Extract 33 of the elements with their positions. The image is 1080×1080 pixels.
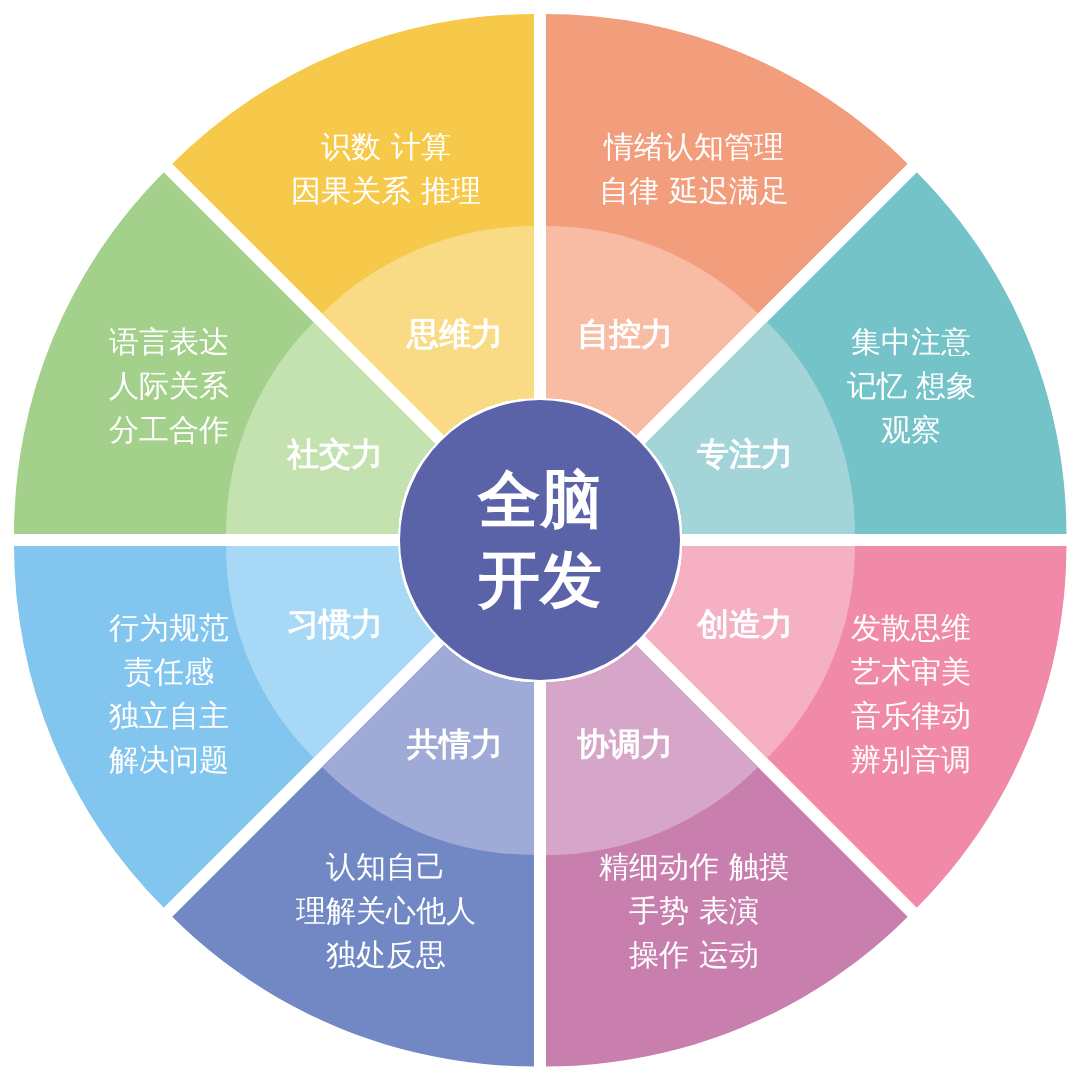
skill-item: 独立自主	[108, 696, 229, 735]
skill-item: 音乐律动	[851, 696, 972, 735]
skill-item: 情绪认知管理	[602, 127, 785, 166]
skill-label: 协调力	[576, 724, 673, 766]
skill-item: 识数 计算	[320, 127, 452, 166]
skill-item: 操作 运动	[628, 936, 760, 975]
skill-label: 思维力	[407, 313, 504, 355]
skill-item: 手势 表演	[628, 892, 760, 931]
skill-item: 自律 延迟满足	[599, 171, 789, 210]
skill-item: 独处反思	[325, 936, 448, 975]
skill-item: 集中注意	[850, 323, 973, 362]
skill-item: 语言表达	[108, 323, 229, 362]
skill-item: 记忆 想象	[846, 367, 977, 406]
skill-item: 发散思维	[851, 608, 972, 647]
skill-item: 精细动作 触摸	[599, 848, 789, 887]
skill-item: 辨别音调	[851, 740, 972, 779]
skill-item: 理解关心他人	[296, 892, 477, 931]
skill-item: 解决问题	[108, 740, 229, 779]
skill-label: 自控力	[576, 313, 673, 355]
skill-item: 人际关系	[108, 367, 229, 406]
skill-label: 创造力	[697, 603, 794, 645]
skill-label: 专注力	[697, 434, 794, 476]
skill-label: 习惯力	[286, 603, 383, 645]
skill-label: 共情力	[407, 724, 504, 766]
skill-item: 分工合作	[108, 411, 229, 450]
skill-item: 观察	[880, 411, 943, 450]
skill-item: 艺术审美	[851, 652, 972, 691]
skill-label: 社交力	[286, 434, 383, 476]
center-title: 全脑开发	[476, 462, 603, 618]
skill-item: 因果关系 推理	[291, 171, 481, 210]
skill-item: 行为规范	[108, 608, 229, 647]
skill-item: 认知自己	[325, 848, 448, 887]
skill-item: 责任感	[122, 652, 215, 691]
